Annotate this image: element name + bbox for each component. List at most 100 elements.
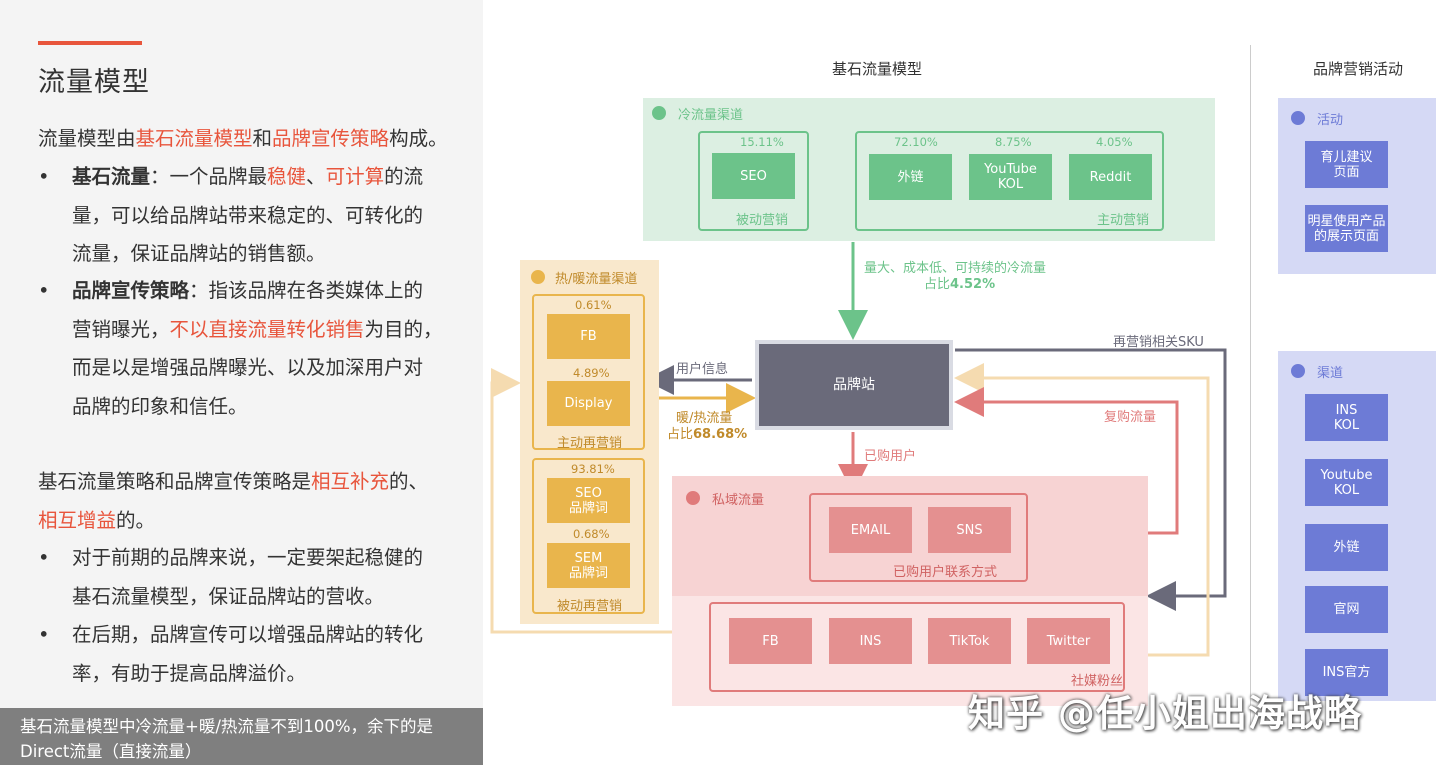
active-marketing-group	[855, 131, 1164, 231]
para-text: 的。	[116, 508, 156, 532]
reddit-node: Reddit	[1069, 154, 1152, 200]
node-text: 品牌词	[568, 565, 608, 581]
cold-flow-label: 量大、成本低、可持续的冷流量	[864, 261, 1047, 276]
seo-brand-pct: 93.81%	[571, 462, 615, 476]
intro-highlight: 基石流量模型	[135, 127, 253, 150]
fb-pct: 0.61%	[575, 298, 612, 312]
bullet-text: 而是以是增强品牌曝光、以及加深用户对	[72, 356, 424, 379]
para-highlight: 相互补充	[311, 470, 390, 493]
bullet-text: 对于前期的品牌来说，一定要架起稳健的	[72, 546, 424, 569]
bullet-text: 率，有助于提高品牌溢价。	[72, 661, 307, 685]
bullet-dot: •	[38, 279, 50, 302]
share-text: 占比	[667, 427, 694, 442]
passive-remarketing-label: 被动再营销	[557, 599, 623, 614]
cold-radio-icon	[652, 106, 666, 120]
bullet-text: 基石流量模型，保证品牌站的营收。	[72, 584, 385, 608]
links-pct: 72.10%	[894, 135, 938, 149]
bullet-highlight: 稳健	[267, 165, 307, 188]
warm-flow-share: 占比68.68%	[667, 423, 747, 442]
para-highlight: 相互增益	[38, 508, 117, 532]
passive-marketing-label: 被动营销	[736, 213, 789, 228]
node-text: KOL	[1333, 482, 1360, 498]
social-to-site-arrow	[954, 363, 1210, 657]
active-remarketing-group	[532, 294, 645, 450]
passive-remarketing-group	[532, 458, 645, 614]
complement-paragraph: 基石流量策略和品牌宣传策略是相互补充的、 相互增益的。	[38, 463, 478, 540]
social-to-warm-arrow	[490, 368, 708, 634]
repurchase-label: 复购流量	[1104, 410, 1157, 425]
bullet-text: 在后期，品牌宣传可以增强品牌站的转化	[72, 623, 424, 646]
purchased-users-label: 已购用户	[864, 449, 917, 464]
intro-text: 流量模型由	[38, 127, 136, 150]
remarketing-sku-label: 再营销相关SKU	[1113, 335, 1204, 350]
node-text: KOL	[1333, 417, 1360, 433]
seo-node: SEO	[712, 153, 795, 199]
display-node: Display	[547, 381, 630, 426]
youtube-pct: 8.75%	[995, 135, 1032, 149]
bullet-text: 品牌的印象和信任。	[72, 394, 248, 418]
brand-links-node: 外链	[1305, 524, 1388, 571]
bullet-text: 的流	[384, 165, 424, 188]
social-fans-group	[709, 602, 1125, 692]
warm-channel-title: 热/暖流量渠道	[555, 272, 638, 287]
social-twitter-node: Twitter	[1027, 618, 1110, 664]
email-node: EMAIL	[829, 507, 912, 553]
contact-group	[809, 493, 1028, 582]
footer-note: 基石流量模型中冷流量+暖/热流量不到100%，余下的是 Direct流量（直接流…	[0, 708, 483, 765]
intro-highlight: 品牌宣传策略	[272, 127, 390, 150]
bullet-text: 流量，保证品牌站的销售额。	[72, 242, 326, 265]
active-marketing-label: 主动营销	[1097, 213, 1150, 228]
reddit-pct: 4.05%	[1096, 135, 1133, 149]
parenting-page-node: 育儿建议页面	[1305, 141, 1388, 188]
passive-marketing-group	[698, 131, 809, 231]
brand-site-node: 品牌站	[755, 340, 953, 430]
bullet-text: 、	[306, 165, 326, 188]
seo-pct: 15.11%	[740, 135, 784, 149]
accent-line	[38, 41, 142, 45]
node-text: 的展示页面	[1313, 228, 1379, 244]
bullet-text: 营销曝光，	[72, 317, 170, 341]
divider	[1250, 45, 1251, 725]
social-tiktok-node: TikTok	[928, 618, 1011, 664]
social-fans-label: 社媒粉丝	[1071, 674, 1124, 689]
bullet-dot: •	[38, 165, 50, 188]
sns-node: SNS	[928, 507, 1011, 553]
bullet-lead: 基石流量	[72, 165, 151, 188]
bullet-text: ：指该品牌在各类媒体上的	[189, 279, 424, 302]
sem-brand-pct: 0.68%	[573, 527, 610, 541]
cold-flow-share: 占比4.52%	[924, 273, 995, 292]
display-pct: 4.89%	[573, 366, 610, 380]
bullet-text: ：一个品牌最	[150, 165, 268, 188]
node-text: KOL	[997, 177, 1024, 192]
official-site-node: 官网	[1305, 586, 1388, 633]
bullet-lead: 品牌宣传策略	[72, 279, 190, 302]
intro-text: 和	[252, 127, 273, 150]
para-text: 的、	[389, 470, 429, 493]
intro-text: 构成。	[389, 127, 448, 150]
node-text: YouTube	[984, 162, 1037, 177]
bullet-highlight: 不以直接流量转化销售	[169, 317, 365, 341]
bullet-highlight: 可计算	[325, 165, 385, 188]
node-text: SEM	[574, 550, 603, 566]
warm-flow-label: 暖/热流量	[676, 411, 733, 426]
share-value: 4.52%	[950, 277, 996, 292]
node-text: 育儿建议	[1320, 149, 1373, 165]
warm-radio-icon	[531, 270, 545, 284]
diagram-title: 基石流量模型	[832, 60, 923, 78]
footer-line: 基石流量模型中冷流量+暖/热流量不到100%，余下的是	[20, 717, 434, 736]
private-traffic-title: 私域流量	[712, 493, 765, 508]
para-text: 基石流量策略和品牌宣传策略是	[38, 470, 312, 493]
node-text: Youtube	[1320, 467, 1373, 483]
ins-official-node: INS官方	[1305, 649, 1388, 696]
social-fb-node: FB	[729, 618, 812, 664]
watermark: 知乎 @任小姐出海战略	[968, 692, 1362, 735]
node-text: 品牌词	[568, 500, 608, 516]
bullet-dot: •	[38, 623, 50, 646]
node-text: 明星使用产品	[1307, 213, 1386, 229]
active-remarketing-label: 主动再营销	[557, 436, 623, 451]
